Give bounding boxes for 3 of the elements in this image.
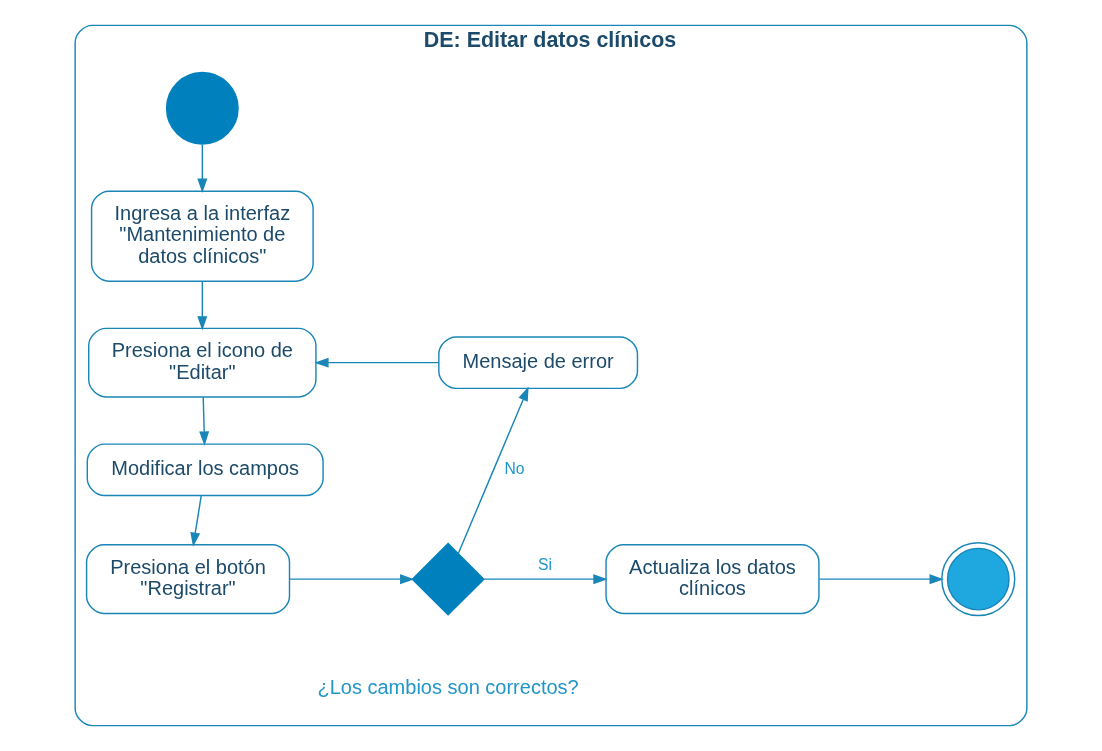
node-label: ¿Los cambios son correctos? [317,675,579,698]
edge-label: No [504,459,525,477]
edge-label: Si [537,556,552,574]
